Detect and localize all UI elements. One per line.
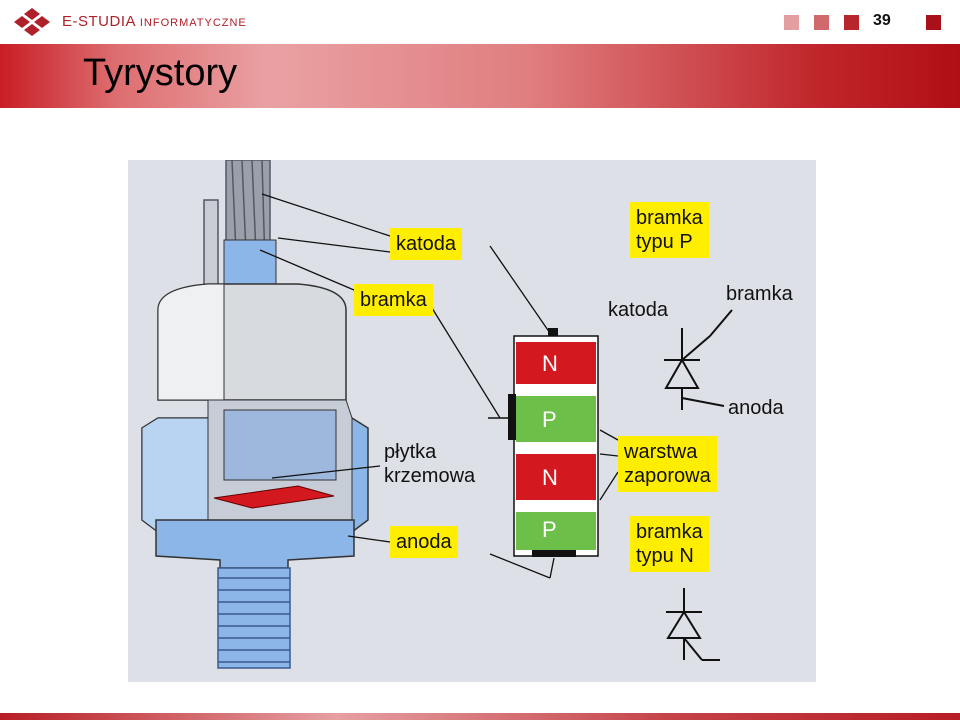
title-band: Tyrystory — [0, 44, 960, 108]
e-studia-logo-icon — [14, 8, 50, 36]
header-square-2 — [814, 15, 829, 30]
layer-letter-n-top: N — [542, 351, 558, 376]
slide-title: Tyrystory — [83, 52, 238, 94]
thyristor-diagram: N P N P katoda bramka anoda warstwa zapo… — [128, 160, 816, 682]
label-bramka-typu-p: bramka typu P — [630, 202, 709, 258]
leader-lines — [259, 193, 619, 579]
diagram-artwork — [128, 160, 816, 682]
pnpn-stack — [488, 328, 599, 557]
label-anoda: anoda — [390, 526, 458, 558]
thyristor-symbol-p — [664, 309, 733, 410]
slide-header: E-STUDIA INFORMATYCZNE 39 — [0, 0, 960, 44]
header-square-3 — [844, 15, 859, 30]
layer-letter-p-top: P — [542, 407, 557, 432]
page-number: 39 — [873, 12, 891, 29]
threaded-stud — [217, 567, 291, 669]
symbol-label-katoda: katoda — [608, 299, 669, 321]
layer-letter-p-bottom: P — [542, 517, 557, 542]
label-bramka-typu-n: bramka typu N — [630, 516, 709, 572]
label-warstwa-zaporowa: warstwa zaporowa — [618, 436, 717, 492]
label-bramka: bramka — [354, 284, 433, 316]
label-katoda: katoda — [390, 228, 463, 260]
header-square-1 — [784, 15, 799, 30]
header-square-4 — [926, 15, 941, 30]
slide-footer-bar — [0, 713, 960, 720]
layer-letter-n-bottom: N — [542, 465, 558, 490]
label-plytka-krzemowa: płytka krzemowa — [384, 441, 476, 487]
brand-main: E-STUDIA — [62, 13, 136, 30]
brand-sub: INFORMATYCZNE — [139, 17, 247, 29]
symbol-label-anoda: anoda — [728, 397, 784, 419]
symbol-label-bramka: bramka — [726, 283, 793, 305]
thyristor-symbol-n — [666, 588, 720, 661]
brand-name: E-STUDIA INFORMATYCZNE — [62, 13, 247, 30]
